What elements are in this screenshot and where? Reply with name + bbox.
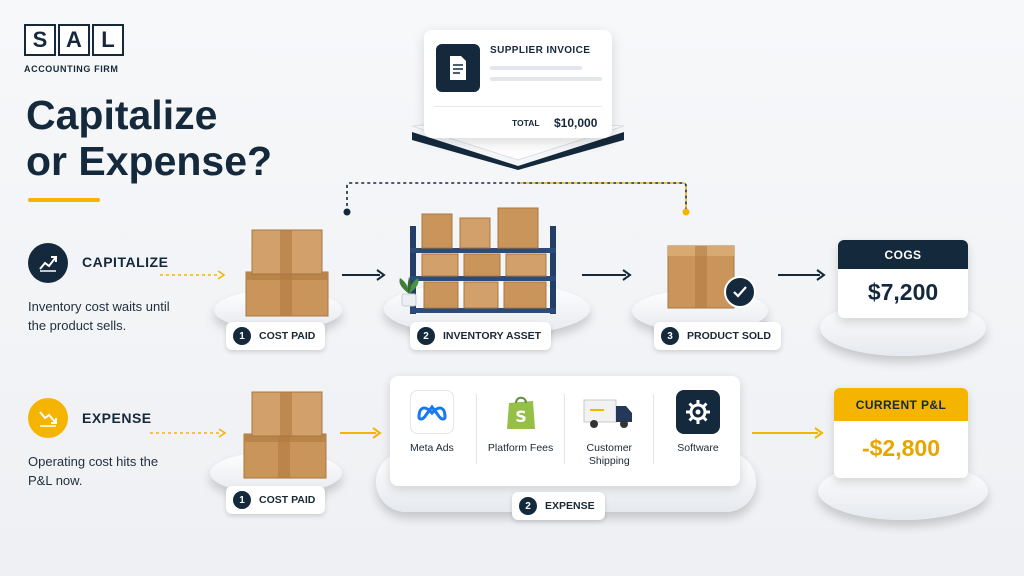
invoice-line: [490, 77, 602, 81]
invoice-line: [490, 66, 582, 70]
step-number: 2: [417, 327, 435, 345]
check-icon: [724, 276, 756, 308]
step-label: EXPENSE: [545, 500, 595, 512]
invoice-title: SUPPLIER INVOICE: [490, 45, 591, 56]
current-pl-card: CURRENT P&L -$2,800: [834, 388, 968, 478]
plant-icon: [394, 274, 424, 315]
step-label: COST PAID: [259, 494, 316, 506]
boxes-illustration: [240, 226, 332, 325]
step-label: PRODUCT SOLD: [687, 330, 771, 342]
svg-text:S: S: [515, 407, 527, 426]
logo-letter: A: [58, 24, 90, 56]
gear-icon: [675, 390, 720, 434]
expense-item-label: Platform Fees: [487, 442, 554, 454]
logo: S A L: [24, 24, 124, 56]
shopify-bag-icon: S: [499, 390, 543, 434]
invoice-divider: [434, 106, 602, 107]
box-illustration: [664, 236, 744, 317]
step-label: COST PAID: [259, 330, 316, 342]
step-cost-paid: 1 COST PAID: [226, 322, 326, 350]
expense-label: EXPENSE: [82, 410, 152, 426]
capitalize-label: CAPITALIZE: [82, 254, 169, 270]
invoice-total-value: $10,000: [554, 116, 598, 130]
shelf-illustration: [400, 204, 570, 321]
expense-items-panel: Meta Ads S Platform Fees Customer Shippi…: [390, 376, 740, 486]
title-underline: [28, 198, 100, 202]
invoice-total-label: TOTAL: [512, 118, 540, 128]
step-expense: 2 EXPENSE: [512, 492, 605, 520]
truck-icon: [581, 390, 637, 434]
separator: [564, 394, 566, 464]
step-product-sold: 3 PRODUCT SOLD: [654, 322, 781, 350]
supplier-invoice: SUPPLIER INVOICE TOTAL $10,000: [424, 30, 612, 138]
logo-letter: S: [24, 24, 56, 56]
cogs-card: COGS $7,200: [838, 240, 968, 318]
expense-item: S Platform Fees: [481, 390, 561, 455]
step-label: INVENTORY ASSET: [443, 330, 542, 342]
boxes-illustration: [240, 388, 332, 487]
separator: [475, 394, 477, 464]
title-line-1: Capitalize: [26, 92, 218, 138]
expense-item-label: Meta Ads: [410, 442, 454, 454]
expense-item-label: Software: [677, 442, 719, 454]
expense-item: Customer Shipping: [569, 390, 649, 468]
current-pl-header: CURRENT P&L: [834, 388, 968, 421]
cogs-value: $7,200: [867, 279, 939, 305]
title-line-2: or Expense?: [26, 138, 273, 184]
cogs-header: COGS: [838, 240, 968, 269]
step-number: 3: [661, 327, 679, 345]
step-number: 2: [519, 497, 537, 515]
chart-up-icon: [28, 243, 68, 283]
expense-item: Software: [658, 390, 738, 455]
meta-icon: [409, 390, 454, 434]
expense-description: Operating cost hits the P&L now.: [28, 454, 159, 488]
step-number: 1: [233, 327, 251, 345]
step-inventory-asset: 2 INVENTORY ASSET: [410, 322, 552, 350]
document-icon: [436, 44, 480, 92]
page-title: Capitalize or Expense?: [26, 92, 326, 184]
separator: [653, 394, 655, 464]
logo-subtitle: ACCOUNTING FIRM: [24, 64, 119, 74]
expense-item: Meta Ads: [392, 390, 472, 455]
logo-letter: L: [92, 24, 124, 56]
step-number: 1: [233, 491, 251, 509]
expense-item-label: Customer Shipping: [586, 442, 633, 467]
chart-down-icon: [28, 398, 68, 438]
current-pl-value: -$2,800: [861, 435, 940, 461]
capitalize-description: Inventory cost waits until the product s…: [28, 299, 170, 333]
step-cost-paid-expense: 1 COST PAID: [226, 486, 326, 514]
